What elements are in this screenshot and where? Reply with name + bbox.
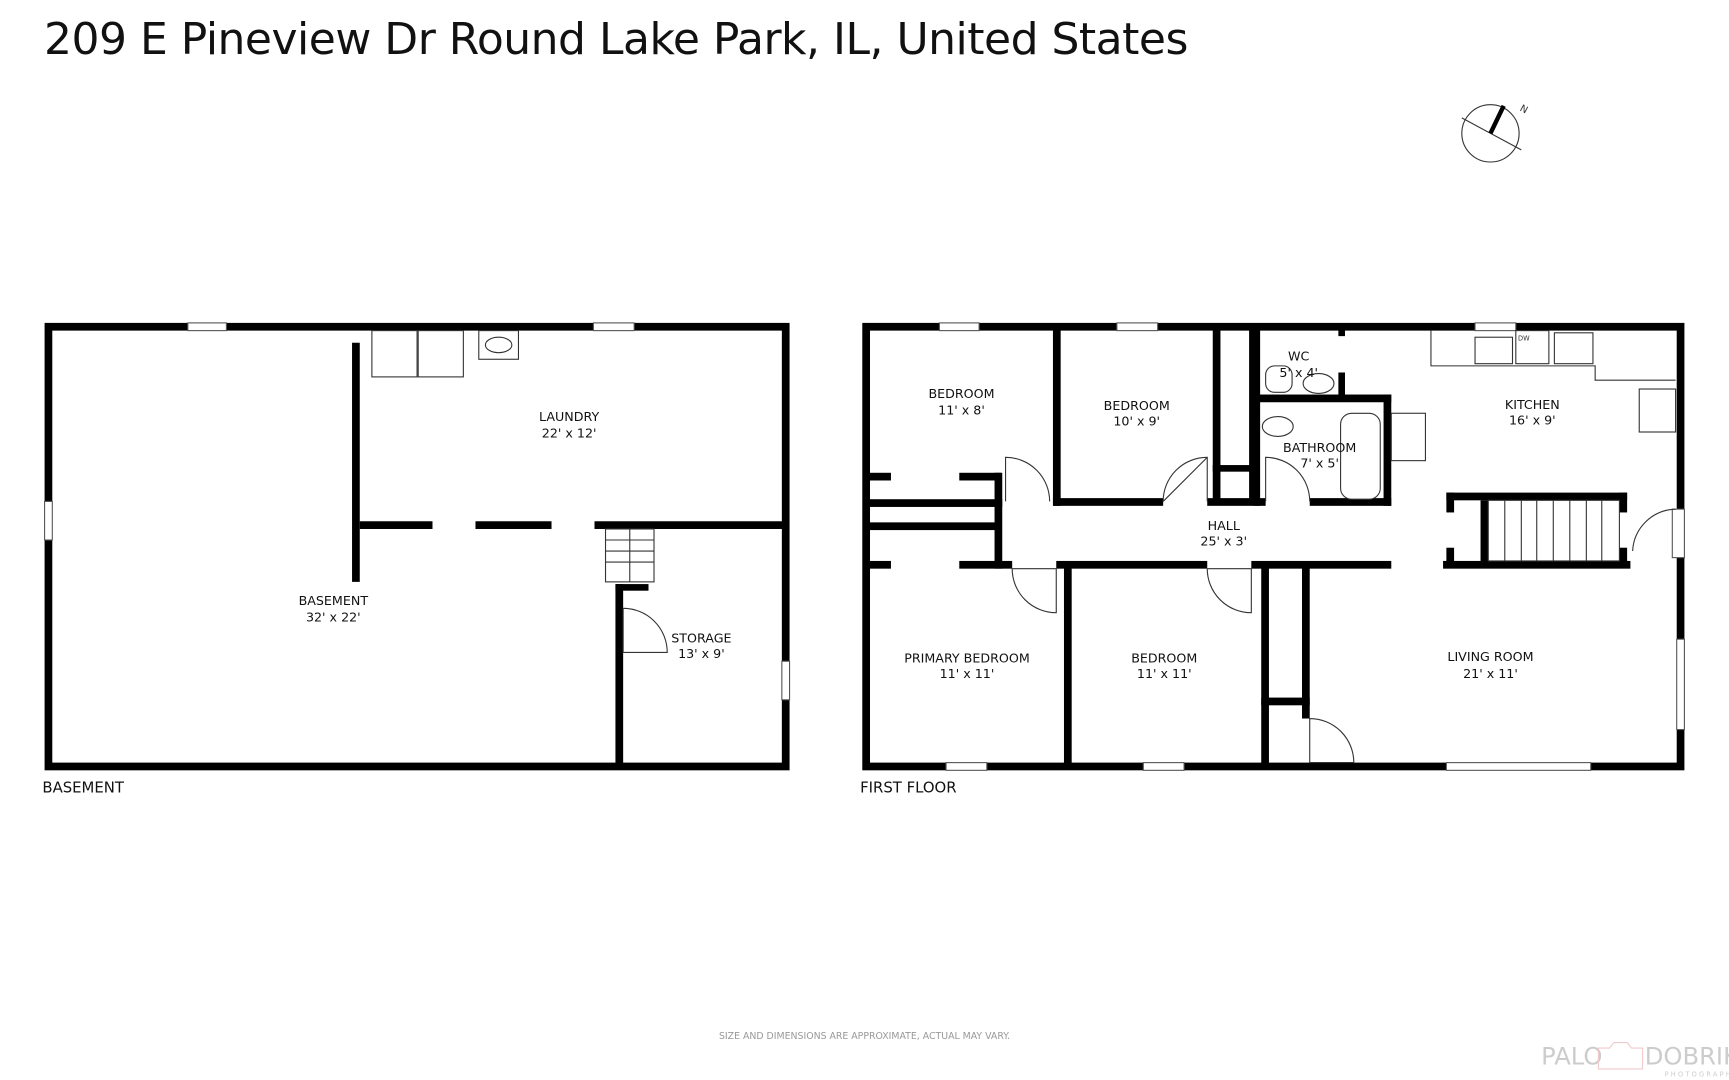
washer [371, 330, 418, 378]
room-size: 11' x 11' [1137, 666, 1192, 681]
room-label: PRIMARY BEDROOM [904, 650, 1030, 665]
room-size: 22' x 12' [542, 426, 597, 441]
room-label: BEDROOM [1104, 398, 1170, 413]
svg-text:PALO: PALO [1541, 1042, 1602, 1071]
room-size: 5' x 4' [1279, 365, 1318, 380]
room-label: BEDROOM [928, 386, 994, 401]
room-label: LAUNDRY [539, 409, 599, 424]
room-size: 25' x 3' [1200, 534, 1247, 549]
floor-label-basement: BASEMENT [42, 778, 125, 796]
room-label: LIVING ROOM [1447, 649, 1533, 664]
north-arrow-icon: N [1461, 103, 1530, 163]
room-label: BATHROOM [1283, 440, 1356, 455]
room-size: 32' x 22' [306, 610, 361, 625]
disclaimer: SIZE AND DIMENSIONS ARE APPROXIMATE, ACT… [719, 1031, 1010, 1042]
page-title: 209 E Pineview Dr Round Lake Park, IL, U… [44, 14, 1188, 65]
room-label: BASEMENT [299, 593, 369, 608]
svg-text:DW: DW [1518, 335, 1530, 343]
svg-text:PHOTOGRAPHY: PHOTOGRAPHY [1665, 1071, 1729, 1079]
kitchen-counter: DW [1390, 330, 1677, 462]
room-size: 13' x 9' [678, 646, 725, 661]
room-size: 10' x 9' [1113, 413, 1160, 428]
room-size: 11' x 11' [940, 666, 995, 681]
dryer [417, 330, 464, 378]
room-size: 11' x 8' [938, 402, 985, 417]
basement-plan [44, 322, 791, 771]
room-size: 7' x 5' [1300, 455, 1339, 470]
basement-stairs [604, 528, 655, 583]
room-label: KITCHEN [1505, 397, 1560, 412]
room-label: WC [1288, 348, 1310, 363]
first-floor-stairs [1443, 492, 1631, 569]
room-label: STORAGE [671, 630, 731, 645]
room-size: 16' x 9' [1509, 412, 1556, 427]
svg-text:N: N [1518, 103, 1530, 116]
room-size: 21' x 11' [1463, 666, 1518, 681]
room-label: BEDROOM [1131, 650, 1197, 665]
svg-text:DOBRIK: DOBRIK [1645, 1042, 1729, 1071]
floor-label-first-floor: FIRST FLOOR [860, 778, 957, 796]
logo: PALO DOBRIK PHOTOGRAPHY [1541, 1042, 1729, 1079]
first-floor-plan: DW [862, 322, 1685, 771]
sink [478, 330, 520, 360]
room-label: HALL [1208, 518, 1240, 533]
